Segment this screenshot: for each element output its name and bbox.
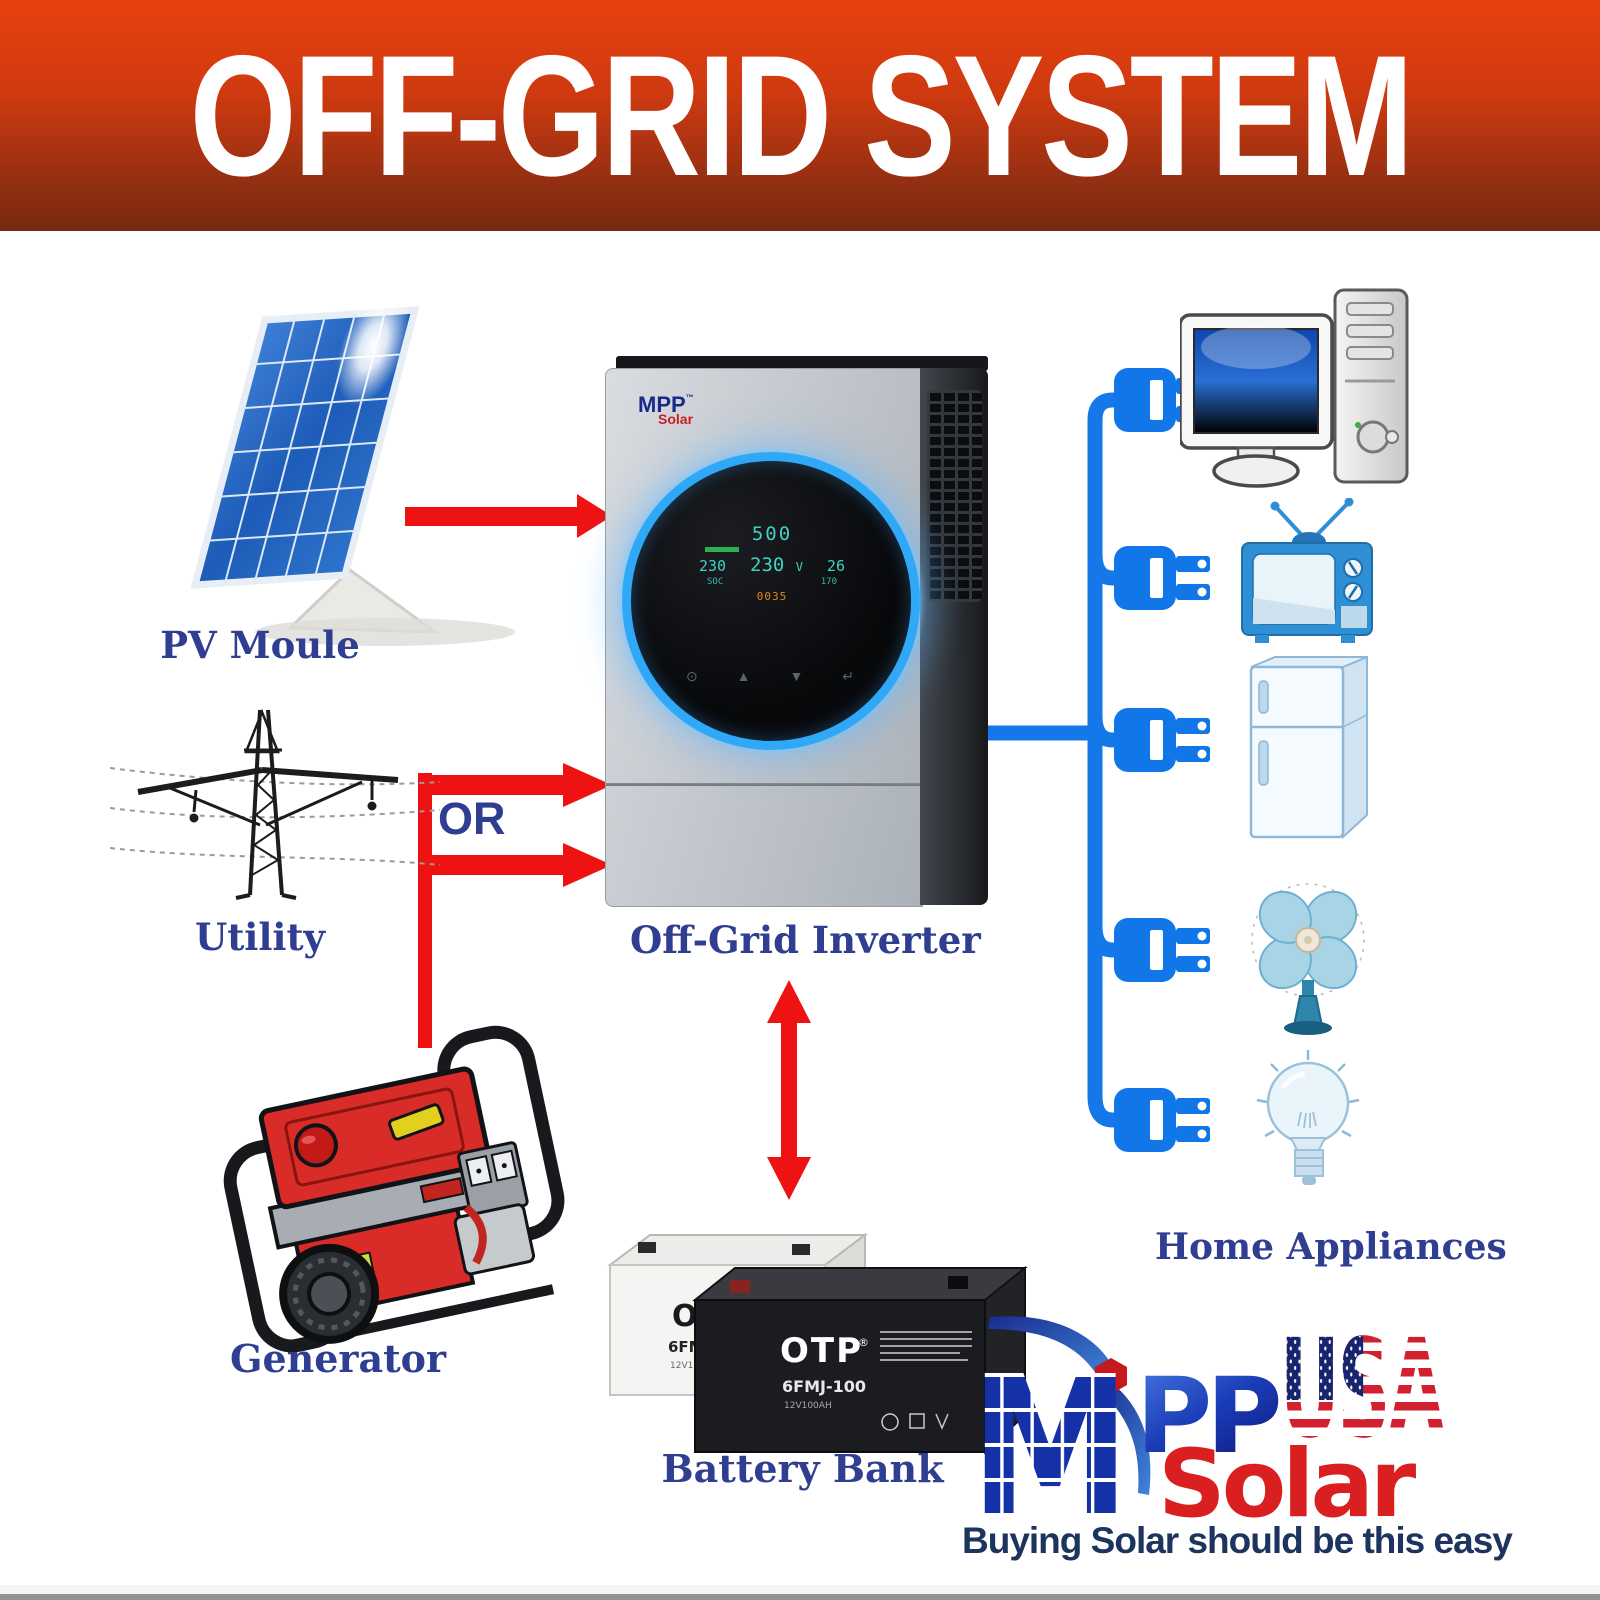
lcd-pv-value: 500 xyxy=(751,523,793,545)
plug-icon xyxy=(1114,918,1210,982)
battery-reg-mark: ® xyxy=(858,1336,869,1349)
pv-to-inverter-arrow xyxy=(405,494,612,538)
plug-icon xyxy=(1114,708,1210,772)
utility-tower-icon xyxy=(110,708,440,900)
logo-tagline: Buying Solar should be this easy xyxy=(962,1520,1513,1561)
lcd-load-value: 170 xyxy=(820,577,837,587)
tv-icon xyxy=(1241,498,1373,643)
lcd-status-bar xyxy=(705,547,739,552)
inverter-battery-double-arrow xyxy=(767,980,811,1200)
logo-swoosh-tail xyxy=(1100,1383,1151,1495)
enter-button-icon: ↵ xyxy=(842,668,854,684)
inverter-brand-logo: MPP™ Solar xyxy=(638,392,694,427)
lcd-time-value: 0035 xyxy=(756,590,788,603)
inverter-brand-mpp: MPP xyxy=(638,392,686,417)
utility-label: Utility xyxy=(194,915,326,959)
battery-model: 6FMJ-100 xyxy=(782,1377,866,1396)
solar-panel-icon xyxy=(150,280,610,680)
down-button-icon: ▼ xyxy=(789,668,804,684)
battery-spec: 12V100AH xyxy=(784,1401,832,1411)
logo-hexagon xyxy=(1095,1358,1127,1394)
refrigerator-icon xyxy=(1249,655,1368,840)
usa-stars-field xyxy=(1280,1336,1364,1400)
lcd-volt-unit: V xyxy=(795,560,804,574)
black-battery: OTP ® 6FMJ-100 12V100AH xyxy=(692,1265,1028,1455)
inverter-display-ring xyxy=(622,452,920,750)
logo-letters-pp: PP xyxy=(1136,1355,1278,1477)
plug-icon xyxy=(1114,1088,1210,1152)
battery-spec: 12V100AH xyxy=(670,1361,718,1371)
or-branch-lines xyxy=(418,763,612,1048)
up-button-icon: ▲ xyxy=(736,668,751,684)
inverter-seam-line xyxy=(606,783,920,786)
lcd-soc-label: SOC xyxy=(707,577,724,587)
header-banner: OFF-GRID SYSTEM xyxy=(0,0,1600,231)
inverter-top-edge xyxy=(616,356,988,371)
generator-icon xyxy=(223,1025,565,1353)
lcd-input-voltage: 230 xyxy=(699,557,727,575)
light-bulb-icon xyxy=(1256,1050,1360,1185)
battery-bank-label: Battery Bank xyxy=(661,1446,944,1491)
fan-icon xyxy=(1251,883,1365,1035)
mpp-solar-usa-logo: USA M PP USA Solar xyxy=(970,1310,1447,1530)
page-title: OFF-GRID SYSTEM xyxy=(189,19,1414,212)
inverter-brand-solar: Solar xyxy=(658,411,694,427)
logo-letter-m: M xyxy=(970,1334,1130,1530)
generator-label: Generator xyxy=(230,1336,446,1381)
lcd-output-voltage: 230 xyxy=(750,554,785,576)
inverter-lcd-display: 500 230 230 V 26 SOC 170 0035 xyxy=(697,523,847,627)
pv-module-label: PV Moule xyxy=(160,623,360,667)
battery-brand: OTP xyxy=(780,1331,863,1371)
plug-icon xyxy=(1114,546,1210,610)
trademark-symbol: ™ xyxy=(685,393,694,402)
power-button-icon: ⊙ xyxy=(686,668,698,684)
battery-bank-icon: OTP ® 6FMJ-100 12V100AH OTP ® 6FMJ-100 1… xyxy=(607,1233,1028,1455)
computer-icon xyxy=(1180,288,1409,488)
image-bottom-edge xyxy=(0,1585,1600,1600)
logo-word-solar: Solar xyxy=(1158,1430,1417,1530)
inverter-vent-grille-icon xyxy=(927,390,982,602)
home-appliances-label: Home Appliances xyxy=(1155,1226,1507,1268)
inverter-touch-buttons: ⊙ ▲ ▼ ↵ xyxy=(686,668,854,685)
appliance-power-lines xyxy=(978,392,1121,1128)
lcd-temp-value: 26 xyxy=(826,557,845,575)
inverter-label: Off-Grid Inverter xyxy=(630,918,981,962)
or-label: OR xyxy=(438,793,506,844)
